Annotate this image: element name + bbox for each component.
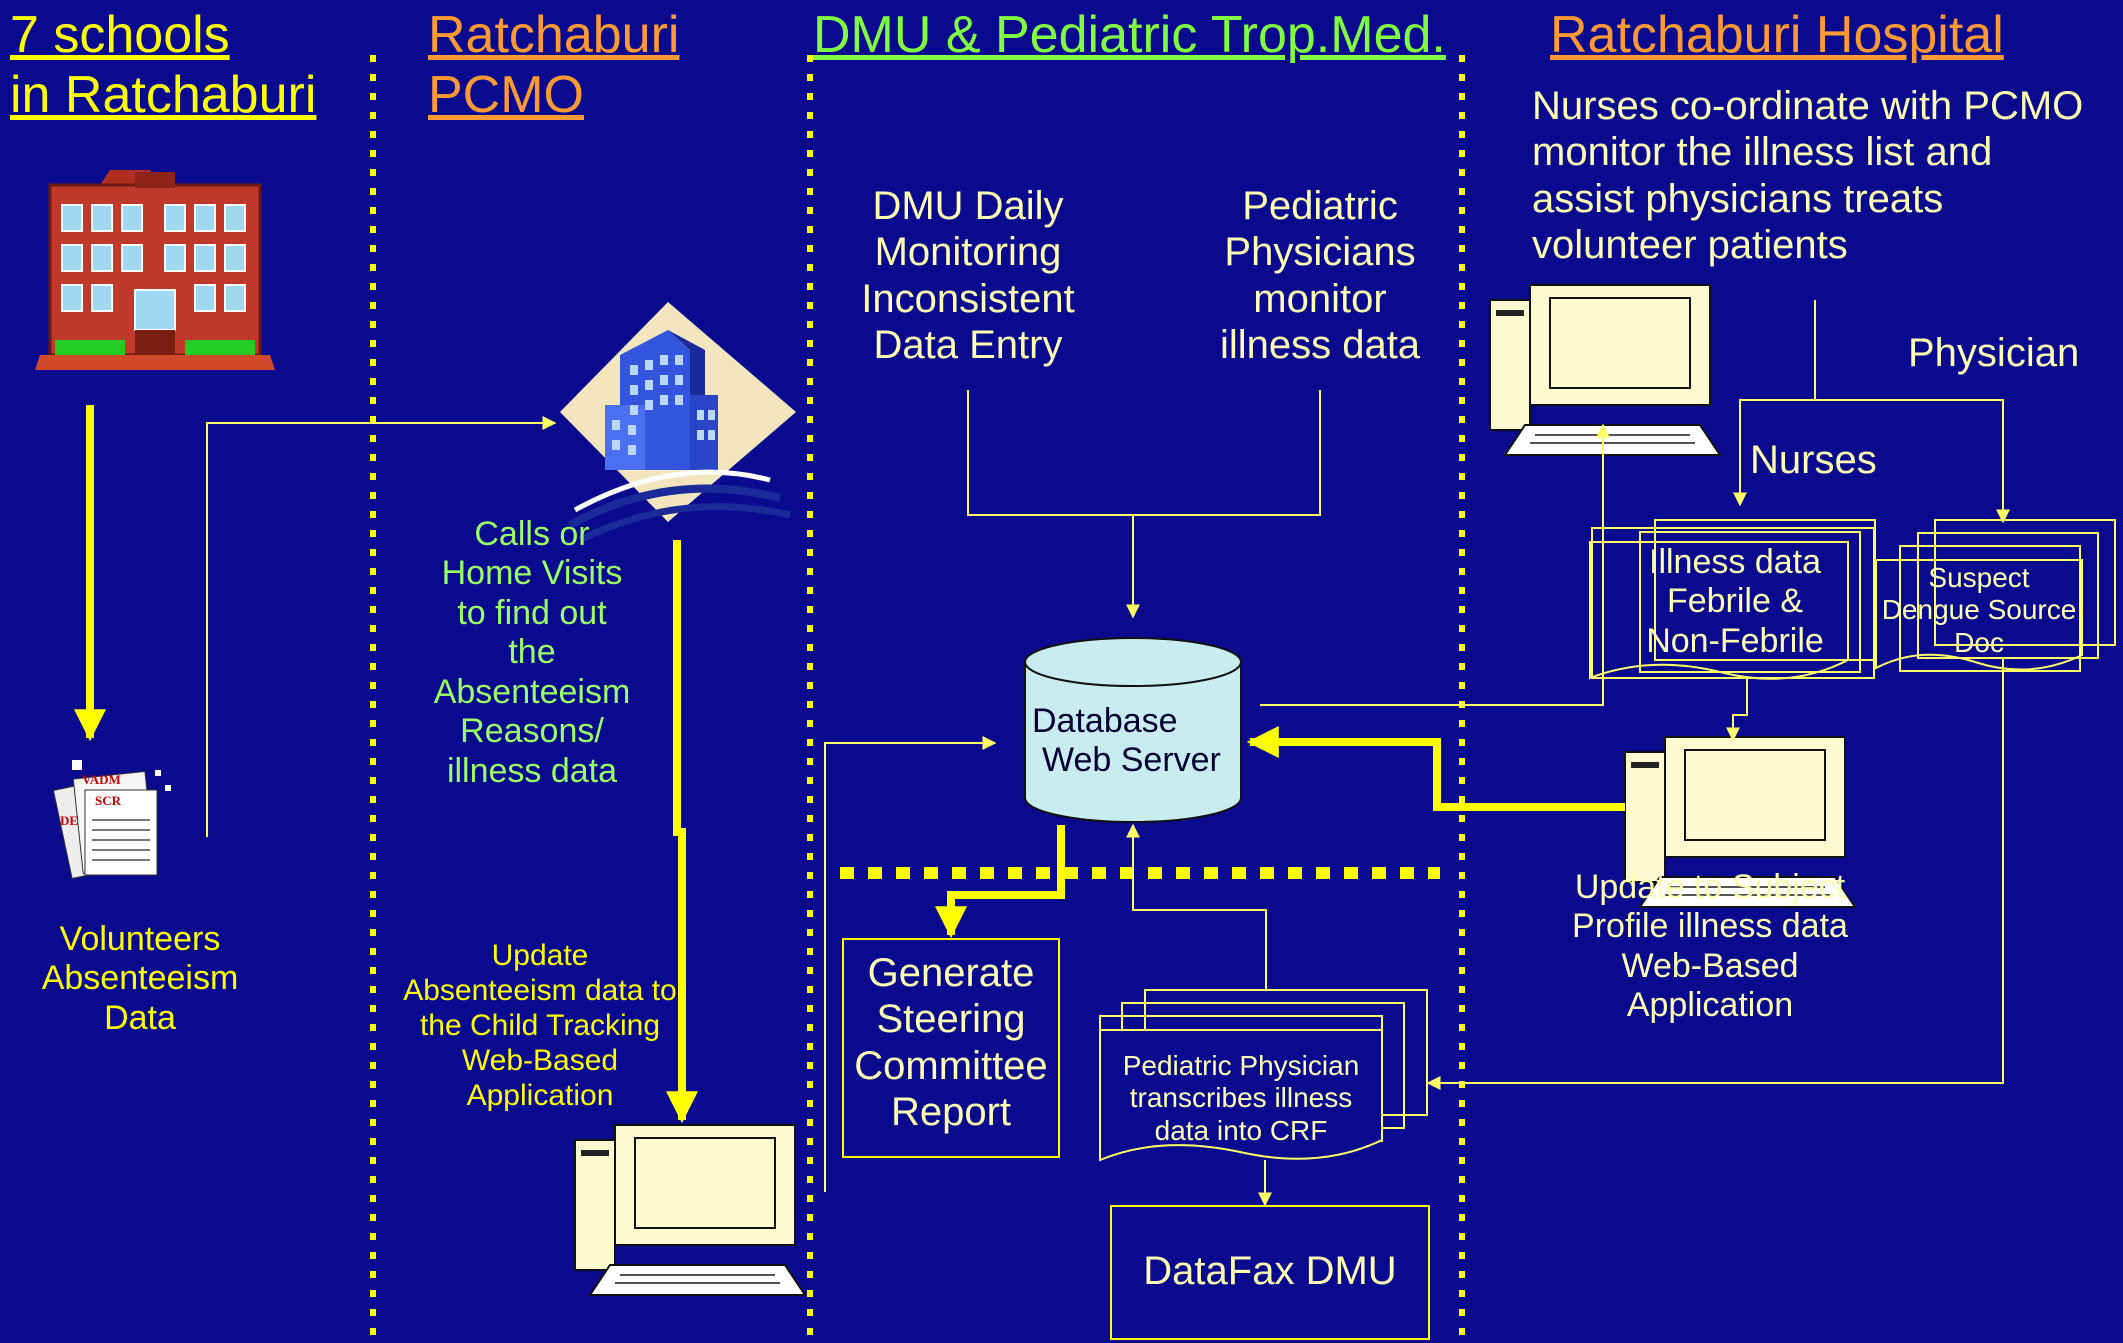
computer-icon-pcmo: [574, 1124, 807, 1296]
datafax-box: [1110, 1205, 1430, 1340]
forms-stack-icon: VADM SCR DE: [52, 760, 171, 880]
flow-arrows-thick: [74, 405, 1625, 1124]
dengue-document: [1875, 519, 2116, 672]
computer-icon-hospital-bottom: [1624, 736, 1857, 908]
office-building-icon: [560, 302, 796, 544]
database-cylinder-icon: [1024, 637, 1242, 823]
datafax-label: DataFax DMU: [1143, 1249, 1397, 1293]
physician-label: Physician: [1908, 331, 2080, 375]
nurses-label: Nurses: [1750, 438, 1877, 482]
steering-report-box: [842, 938, 1060, 1158]
form-label-vadm: VADM: [82, 772, 121, 787]
form-label-scr: SCR: [95, 793, 122, 808]
hospital-heading: Ratchaburi Hospital: [1550, 6, 2004, 64]
school-building-icon: [35, 170, 275, 370]
column-divider-lines: [370, 55, 1465, 1343]
illness-data-document: [1589, 519, 1876, 680]
form-label-de: DE: [60, 813, 78, 828]
computer-icon-hospital-top: [1489, 284, 1722, 456]
connector-lines: [206, 300, 2010, 1207]
dmu-heading: DMU & Pediatric Trop.Med.: [813, 6, 1446, 64]
crf-document: [1099, 989, 1428, 1162]
